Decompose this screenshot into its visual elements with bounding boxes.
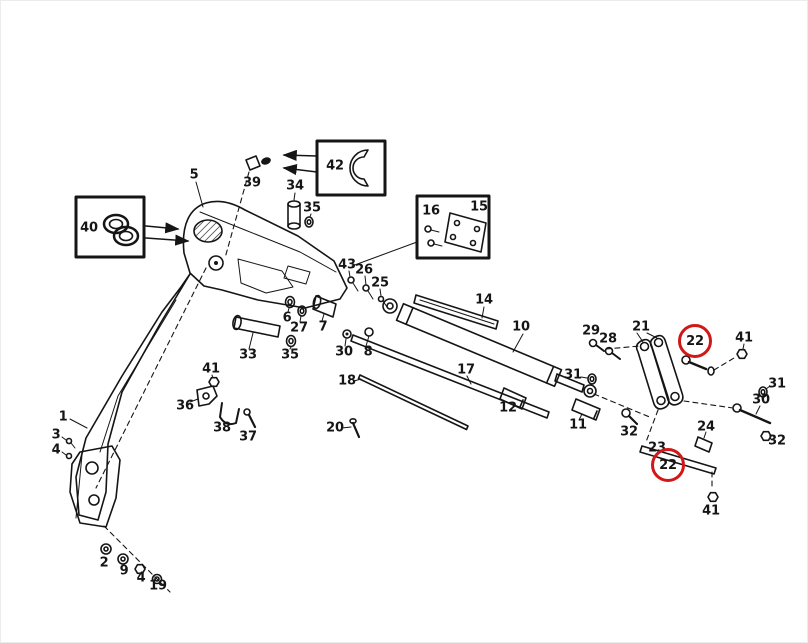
part-label-1: 1: [58, 409, 68, 425]
part-label-39: 39: [243, 175, 261, 191]
part-label-18: 18: [338, 373, 356, 389]
part-label-41: 41: [735, 330, 753, 346]
part-label-41: 41: [702, 503, 720, 519]
part-label-41: 41: [202, 361, 220, 377]
inset-box-bracket-15-16: [351, 194, 491, 267]
part-label-32: 32: [620, 424, 638, 440]
part-label-9: 9: [119, 563, 129, 579]
part-label-40: 40: [80, 220, 98, 236]
part-label-22-highlighted: 22: [678, 324, 712, 358]
part-label-15: 15: [470, 199, 488, 215]
mid-pins-and-washers: [232, 270, 388, 350]
part-label-34: 34: [286, 178, 304, 194]
part-label-24: 24: [697, 419, 715, 435]
part-label-4: 4: [51, 442, 61, 458]
foot-fastener-stack: [100, 525, 171, 593]
part-label-14: 14: [475, 292, 493, 308]
linkage-rods: [341, 334, 550, 439]
part-label-42: 42: [326, 158, 344, 174]
inset-box-clamp-42: [282, 139, 387, 197]
part-label-25: 25: [371, 275, 389, 291]
part-label-17: 17: [457, 362, 475, 378]
part-label-6: 6: [282, 310, 292, 326]
part-label-8: 8: [363, 344, 373, 360]
part-label-37: 37: [239, 429, 257, 445]
part-label-26: 26: [355, 262, 373, 278]
part-label-10: 10: [512, 319, 530, 335]
part-label-43: 43: [338, 257, 356, 273]
part-label-16: 16: [422, 203, 440, 219]
part-label-33: 33: [239, 347, 257, 363]
inset-box-seal-40: [74, 195, 190, 259]
part-label-21: 21: [632, 319, 650, 335]
part-label-31: 31: [768, 376, 786, 392]
part-label-22-highlighted: 22: [651, 448, 685, 482]
hose-clamp-bracket-group: [189, 374, 257, 429]
part-label-35: 35: [281, 347, 299, 363]
part-label-36: 36: [176, 398, 194, 414]
part-label-28: 28: [599, 331, 617, 347]
boom-arm: [61, 181, 348, 528]
part-label-4: 4: [136, 570, 146, 586]
link-assembly: [571, 332, 773, 503]
boom-foot: [69, 445, 121, 528]
part-label-31: 31: [564, 367, 582, 383]
part-label-30: 30: [335, 344, 353, 360]
part-label-12: 12: [499, 400, 517, 416]
part-label-11: 11: [569, 417, 587, 433]
part-label-19: 19: [149, 578, 167, 594]
part-label-2: 2: [99, 555, 109, 571]
part-label-30: 30: [752, 392, 770, 408]
part-label-5: 5: [189, 167, 199, 183]
part-label-7: 7: [318, 319, 328, 335]
part-label-20: 20: [326, 420, 344, 436]
top-fittings: [224, 155, 314, 259]
part-label-3: 3: [51, 427, 61, 443]
part-label-32: 32: [768, 433, 786, 449]
part-label-35: 35: [303, 200, 321, 216]
part-label-29: 29: [582, 323, 600, 339]
part-label-38: 38: [213, 420, 231, 436]
part-label-27: 27: [290, 320, 308, 336]
